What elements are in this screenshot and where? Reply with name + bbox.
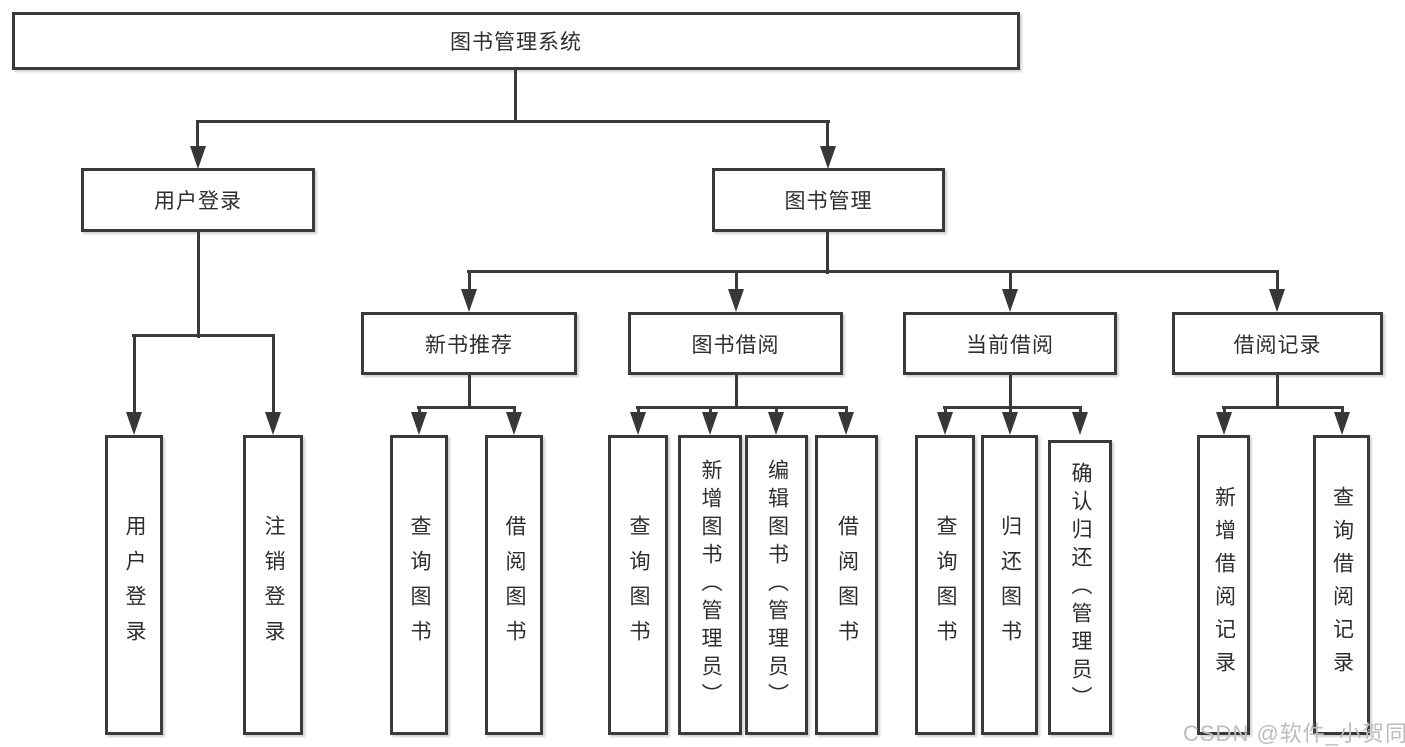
- connector-drop: [944, 407, 947, 415]
- connector-drop: [468, 272, 471, 292]
- connector-book-borrow-stem: [735, 375, 738, 409]
- node-root: 图书管理系统: [12, 12, 1020, 70]
- connector-root-stem: [514, 70, 517, 122]
- node-book-mgmt: 图书管理: [712, 168, 945, 232]
- node-leaf-query-book-current: 查询图书: [915, 435, 975, 735]
- connector-rail: [417, 406, 516, 409]
- node-leaf-query-borrow-record-label: 查询借阅记录: [1330, 486, 1354, 684]
- node-current-borrow-label: 当前借阅: [966, 333, 1054, 357]
- node-leaf-query-book-borrow-label: 查询图书: [627, 515, 650, 655]
- connector-drop: [133, 336, 136, 415]
- node-current-borrow: 当前借阅: [903, 312, 1117, 375]
- node-user-login-label: 用户登录: [154, 190, 242, 213]
- node-leaf-borrow-book-borrow-label: 借阅图书: [835, 515, 859, 655]
- connector-drop: [1009, 407, 1012, 415]
- connector-borrow-record-stem: [1276, 375, 1279, 409]
- node-leaf-borrow-book-rec: 借阅图书: [485, 435, 543, 735]
- arrow-down-icon: [506, 412, 522, 435]
- node-book-mgmt-label: 图书管理: [784, 190, 873, 213]
- connector-level2-rail: [196, 120, 830, 123]
- connector-drop: [196, 122, 199, 148]
- connector-drop: [637, 407, 640, 415]
- connector-user-login-rail: [132, 334, 275, 337]
- arrow-down-icon: [1002, 289, 1018, 312]
- node-leaf-borrow-book-borrow: 借阅图书: [815, 435, 878, 735]
- connector-drop: [826, 122, 829, 148]
- node-user-login: 用户登录: [81, 168, 315, 232]
- connector-book-mgmt-stem: [826, 232, 829, 274]
- connector-new-book-rec-stem: [468, 375, 471, 409]
- node-leaf-add-book: 新增图书（管理员）: [678, 435, 742, 735]
- arrow-down-icon: [461, 289, 477, 312]
- node-leaf-user-login: 用户登录: [105, 435, 163, 735]
- node-new-book-rec: 新书推荐: [361, 312, 577, 375]
- node-leaf-add-borrow-record: 新增借阅记录: [1197, 435, 1250, 735]
- node-leaf-edit-book: 编辑图书（管理员）: [745, 435, 808, 735]
- arrow-down-icon: [1334, 412, 1350, 435]
- connector-rail: [943, 406, 1082, 409]
- node-leaf-add-borrow-record-label: 新增借阅记录: [1212, 486, 1236, 684]
- arrow-down-icon: [702, 412, 718, 435]
- node-leaf-logout: 注销登录: [243, 435, 303, 735]
- node-borrow-record-label: 借阅记录: [1233, 333, 1322, 357]
- node-leaf-query-book-rec-label: 查询图书: [408, 515, 431, 655]
- connector-drop: [709, 407, 712, 415]
- connector-drop: [1079, 407, 1082, 415]
- arrow-down-icon: [1269, 289, 1285, 312]
- node-leaf-query-book-current-label: 查询图书: [934, 515, 957, 655]
- arrow-down-icon: [190, 146, 206, 169]
- node-borrow-record: 借阅记录: [1172, 312, 1383, 375]
- arrow-down-icon: [126, 412, 142, 435]
- node-leaf-query-book-borrow: 查询图书: [608, 435, 668, 735]
- arrow-down-icon: [1072, 412, 1088, 435]
- arrow-down-icon: [1002, 412, 1018, 435]
- node-book-borrow: 图书借阅: [628, 312, 843, 375]
- arrow-down-icon: [937, 412, 953, 435]
- connector-drop: [1223, 407, 1226, 415]
- connector-rail: [636, 406, 848, 409]
- arrow-down-icon: [630, 412, 646, 435]
- node-leaf-query-borrow-record: 查询借阅记录: [1313, 435, 1370, 735]
- connector-drop: [775, 407, 778, 415]
- connector-drop: [272, 336, 275, 415]
- node-leaf-borrow-book-rec-label: 借阅图书: [503, 515, 526, 655]
- arrow-down-icon: [1216, 412, 1232, 435]
- node-leaf-add-book-label: 新增图书（管理员）: [699, 459, 722, 711]
- node-leaf-return-book-label: 归还图书: [998, 515, 1022, 655]
- connector-drop: [513, 407, 516, 415]
- node-book-borrow-label: 图书借阅: [691, 333, 780, 357]
- node-leaf-confirm-return: 确认归还（管理员）: [1048, 440, 1112, 735]
- node-root-label: 图书管理系统: [450, 31, 582, 54]
- connector-user-login-stem: [197, 232, 200, 338]
- arrow-down-icon: [838, 412, 854, 435]
- connector-drop: [418, 407, 421, 415]
- connector-drop: [735, 272, 738, 292]
- node-leaf-edit-book-label: 编辑图书（管理员）: [765, 459, 789, 711]
- connector-current-borrow-stem: [1009, 375, 1012, 409]
- node-leaf-user-login-label: 用户登录: [123, 515, 146, 655]
- connector-drop: [845, 407, 848, 415]
- connector-drop: [1276, 272, 1279, 292]
- node-leaf-return-book: 归还图书: [981, 435, 1038, 735]
- connector-drop: [1009, 272, 1012, 292]
- arrow-down-icon: [768, 412, 784, 435]
- node-new-book-rec-label: 新书推荐: [425, 333, 513, 357]
- arrow-down-icon: [265, 412, 281, 435]
- arrow-down-icon: [728, 289, 744, 312]
- node-leaf-logout-label: 注销登录: [262, 515, 285, 655]
- node-leaf-confirm-return-label: 确认归还（管理员）: [1069, 461, 1092, 714]
- csdn-watermark: CSDN @软件_小贺同学: [1183, 721, 1405, 746]
- arrow-down-icon: [411, 412, 427, 435]
- node-leaf-query-book-rec: 查询图书: [390, 435, 448, 735]
- connector-level3-rail: [467, 270, 1279, 273]
- connector-drop: [1341, 407, 1344, 415]
- arrow-down-icon: [820, 146, 836, 169]
- connector-rail: [1222, 406, 1344, 409]
